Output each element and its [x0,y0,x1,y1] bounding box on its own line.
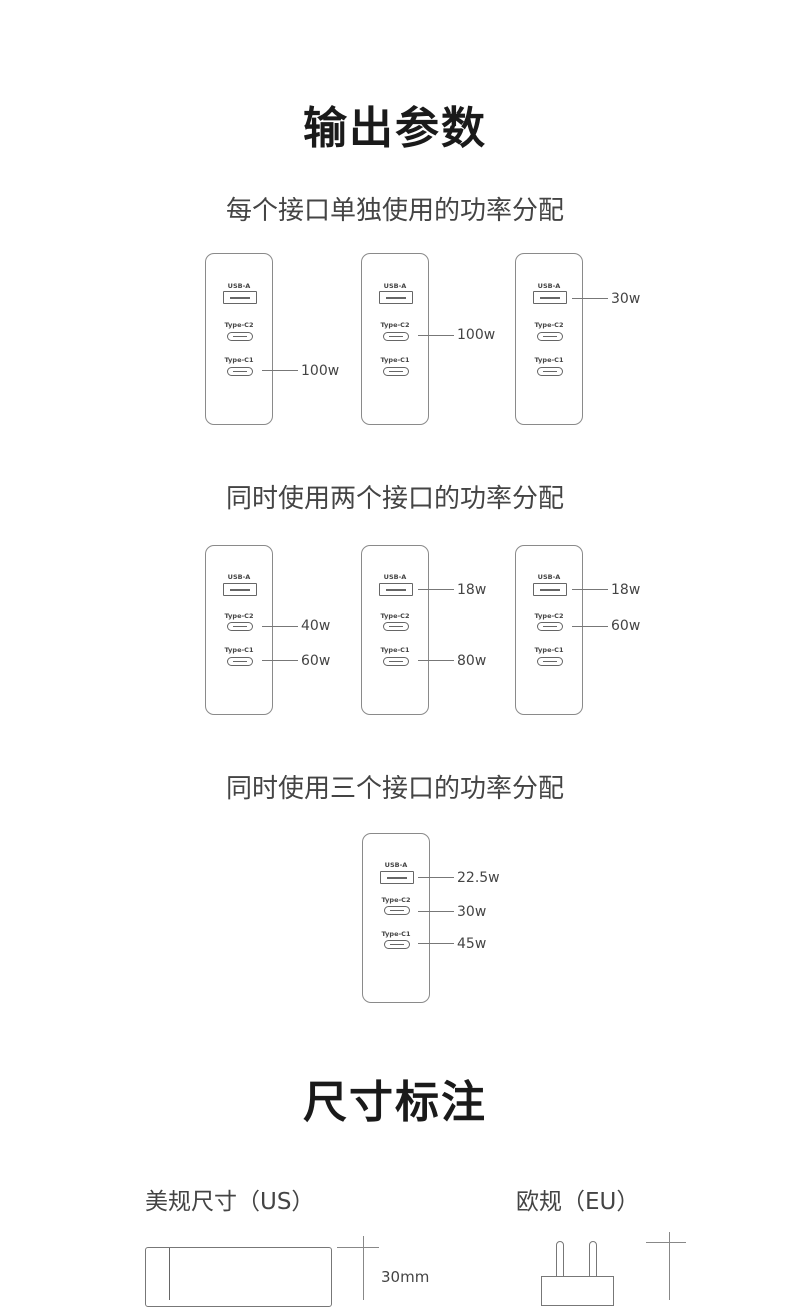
watt-value: 22.5w [457,870,500,886]
watt-value: 80w [457,653,487,669]
watt-value: 60w [611,618,641,634]
typec-port-icon [537,622,563,631]
typec-port-icon [227,622,253,631]
eu-prong-left [556,1241,564,1277]
charger-double-3: USB-A Type-C2 Type-C1 [515,545,583,715]
eu-prong-right [589,1241,597,1277]
watt-value: 30w [611,291,641,307]
watt-value: 18w [457,582,487,598]
typec-port-icon [537,657,563,666]
charger-single-3: USB-A Type-C2 Type-C1 [515,253,583,425]
typec-port-icon [383,332,409,341]
typec-port-icon [383,622,409,631]
dimension-line [337,1247,379,1248]
typec-port-icon [384,940,410,949]
typec-port-icon [383,657,409,666]
port-label-usba: USB-A [383,573,407,581]
leader-line [418,589,454,590]
usba-port-icon [223,583,257,596]
port-label-usba: USB-A [383,282,407,290]
port-label-typec2: Type-C2 [381,896,411,904]
port-label-usba: USB-A [384,861,408,869]
watt-value: 60w [301,653,331,669]
charger-triple: USB-A Type-C2 Type-C1 [362,833,430,1003]
leader-line [572,626,608,627]
port-label-typec1: Type-C1 [380,646,410,654]
watt-value: 100w [301,363,340,379]
usba-port-icon [223,291,257,304]
us-charger-outline [145,1247,332,1307]
port-label-usba: USB-A [227,282,251,290]
typec-port-icon [537,367,563,376]
leader-line [262,370,298,371]
usba-port-icon [379,291,413,304]
leader-line [418,660,454,661]
usba-port-icon [533,291,567,304]
leader-line [418,943,454,944]
dimension-line [363,1236,364,1300]
port-label-typec1: Type-C1 [381,930,411,938]
typec-port-icon [227,657,253,666]
leader-line [262,660,298,661]
us-size-label: 美规尺寸（US） [145,1189,315,1215]
port-label-typec1: Type-C1 [224,646,254,654]
charger-single-1: USB-A Type-C2 Type-C1 [205,253,273,425]
watt-value: 45w [457,936,487,952]
port-label-typec2: Type-C2 [380,321,410,329]
port-label-typec2: Type-C2 [534,612,564,620]
usba-port-icon [380,871,414,884]
port-label-usba: USB-A [537,282,561,290]
leader-line [418,335,454,336]
port-label-typec2: Type-C2 [534,321,564,329]
eu-size-label: 欧规（EU） [516,1189,640,1215]
port-label-typec2: Type-C2 [224,612,254,620]
port-label-typec1: Type-C1 [224,356,254,364]
watt-value: 100w [457,327,496,343]
port-label-typec2: Type-C2 [224,321,254,329]
port-label-typec1: Type-C1 [534,646,564,654]
typec-port-icon [227,367,253,376]
typec-port-icon [227,332,253,341]
typec-port-icon [537,332,563,341]
typec-port-icon [384,906,410,915]
port-label-typec1: Type-C1 [534,356,564,364]
section-single-title: 每个接口单独使用的功率分配 [225,196,564,226]
dimensions-title: 尺寸标注 [303,1077,487,1128]
leader-line [418,877,454,878]
charger-single-2: USB-A Type-C2 Type-C1 [361,253,429,425]
dimension-line [646,1242,686,1243]
port-label-typec1: Type-C1 [380,356,410,364]
leader-line [572,589,608,590]
usba-port-icon [533,583,567,596]
port-label-usba: USB-A [227,573,251,581]
dimension-line [669,1232,670,1300]
leader-line [418,911,454,912]
watt-value: 40w [301,618,331,634]
watt-value: 18w [611,582,641,598]
us-thickness-label: 30mm [381,1268,430,1286]
charger-double-1: USB-A Type-C2 Type-C1 [205,545,273,715]
eu-charger-outline [541,1276,614,1306]
port-label-typec2: Type-C2 [380,612,410,620]
us-charger-edge-line [169,1248,170,1300]
typec-port-icon [383,367,409,376]
usba-port-icon [379,583,413,596]
port-label-usba: USB-A [537,573,561,581]
output-title: 输出参数 [303,103,487,154]
watt-value: 30w [457,904,487,920]
section-double-title: 同时使用两个接口的功率分配 [225,484,564,514]
leader-line [262,626,298,627]
section-triple-title: 同时使用三个接口的功率分配 [225,774,564,804]
charger-double-2: USB-A Type-C2 Type-C1 [361,545,429,715]
leader-line [572,298,608,299]
